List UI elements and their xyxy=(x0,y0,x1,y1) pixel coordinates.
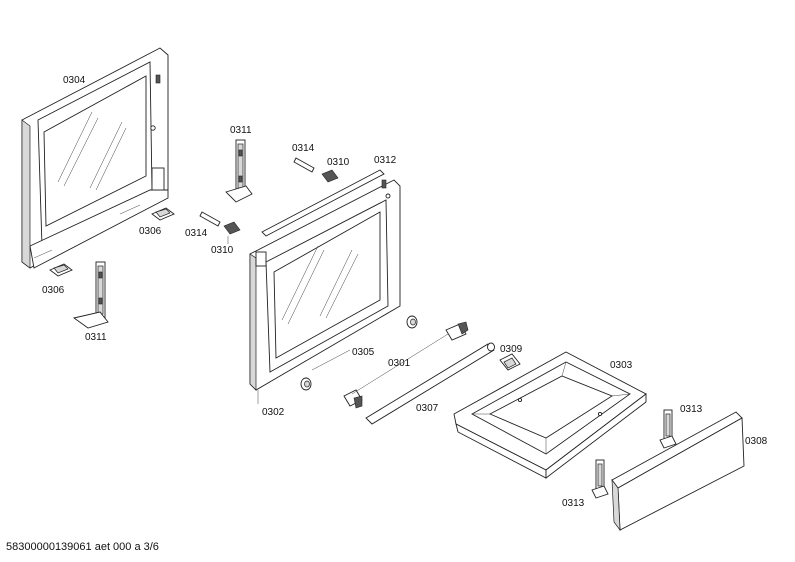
drawer-tray-part xyxy=(453,351,647,479)
label-0311-upper: 0311 xyxy=(230,125,252,136)
hinge-lower-part xyxy=(72,261,109,329)
label-0310-lower: 0310 xyxy=(211,245,234,256)
label-0310-upper: 0310 xyxy=(327,157,350,168)
hinge-upper-part xyxy=(225,139,253,203)
block-part-lower xyxy=(223,221,241,235)
label-0311-lower: 0311 xyxy=(85,332,107,343)
seal-strip-part xyxy=(261,169,385,237)
pin-part-lower xyxy=(199,211,221,227)
roller-part-left xyxy=(300,377,312,391)
pin-part-upper xyxy=(293,157,315,173)
drawer-front-part xyxy=(611,411,745,532)
label-0307: 0307 xyxy=(416,403,439,414)
document-code-footer: 58300000139061 aet 000 a 3/6 xyxy=(6,541,159,553)
roller-part-right xyxy=(406,315,418,329)
slider-part-lower xyxy=(591,459,609,499)
rod-part xyxy=(365,342,495,425)
clip-part-upper xyxy=(151,207,175,221)
label-0313-lower: 0313 xyxy=(562,498,585,509)
outer-door-part xyxy=(249,179,401,391)
inner-door-frame-part xyxy=(21,47,169,269)
drawer-clip-part xyxy=(499,353,521,371)
label-0308: 0308 xyxy=(745,436,768,447)
label-0312: 0312 xyxy=(374,155,397,166)
label-0303: 0303 xyxy=(610,360,633,371)
label-0306-upper: 0306 xyxy=(139,226,162,237)
block-part-upper xyxy=(321,169,339,183)
leader-lines xyxy=(227,236,351,404)
label-0302: 0302 xyxy=(262,407,285,418)
label-0309: 0309 xyxy=(500,344,523,355)
clip-part-lower xyxy=(49,263,73,277)
label-0306-lower: 0306 xyxy=(42,285,65,296)
label-0314-lower: 0314 xyxy=(185,228,208,239)
label-0305: 0305 xyxy=(352,347,375,358)
label-0304: 0304 xyxy=(63,75,86,86)
label-0301: 0301 xyxy=(388,358,411,369)
bracket-part xyxy=(343,321,469,409)
label-0313-upper: 0313 xyxy=(680,404,703,415)
slider-part-upper xyxy=(659,409,677,449)
label-0314-upper: 0314 xyxy=(292,143,315,154)
